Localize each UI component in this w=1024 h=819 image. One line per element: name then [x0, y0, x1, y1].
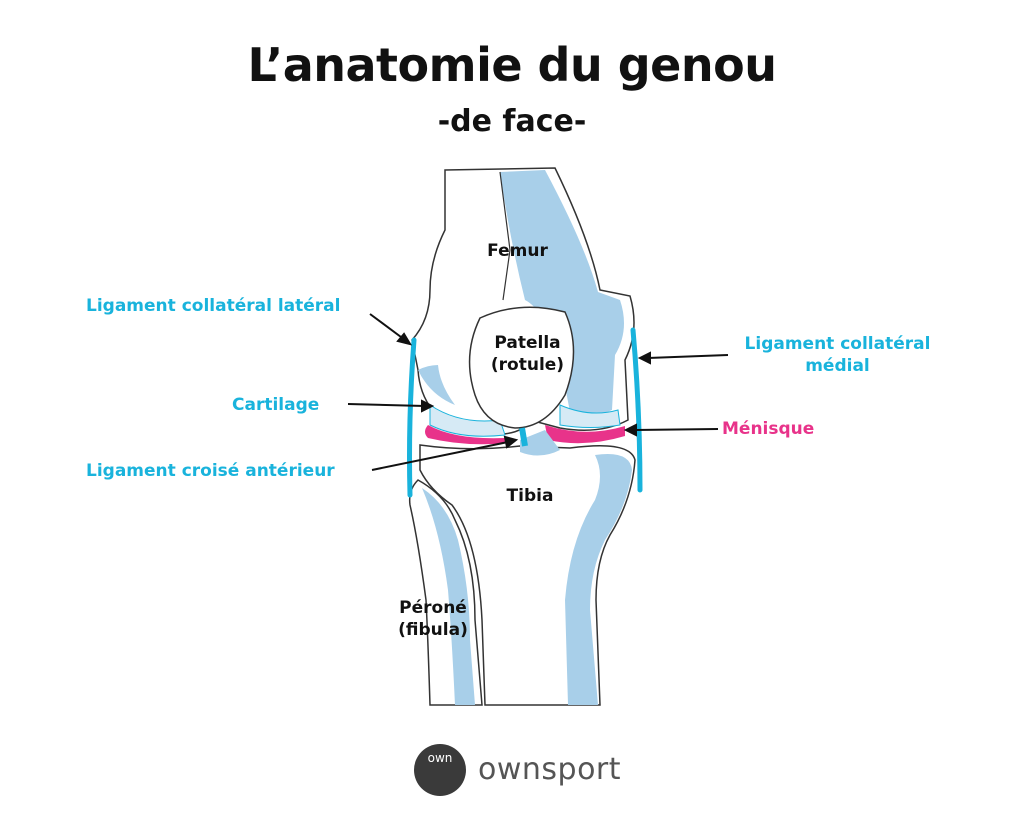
logo-letter-o: own [428, 751, 453, 765]
patella-bone [468, 306, 575, 429]
page-title: L’anatomie du genou [247, 38, 777, 92]
label-patella-line2: (rotule) [490, 355, 565, 376]
label-perone: Péroné (fibula) [388, 597, 478, 641]
fibula-bone [408, 479, 483, 706]
label-perone-line2: (fibula) [398, 620, 468, 641]
label-medial-collateral-ligament: Ligament collatéral médial [735, 333, 940, 377]
label-medial-line1: Ligament collatéral [744, 334, 931, 354]
meniscus-shape [425, 425, 625, 445]
label-menisque: Ménisque [722, 419, 815, 439]
pointer-arrows [347, 313, 729, 471]
brand-name: ownsport [478, 752, 622, 787]
page-subtitle: -de face- [437, 104, 587, 139]
label-patella-line1: Patella [494, 333, 561, 353]
ownsport-logo: own [414, 744, 466, 796]
label-medial-line2: médial [805, 356, 870, 377]
label-lateral-collateral-ligament: Ligament collatéral latéral [86, 296, 341, 316]
tibia-bone [419, 430, 636, 706]
label-tibia: Tibia [506, 486, 554, 506]
femur-bone [411, 167, 635, 435]
medial-collateral-ligament [630, 327, 643, 493]
label-patella: Patella (rotule) [480, 332, 575, 376]
label-anterior-cruciate-ligament: Ligament croisé antérieur [86, 461, 335, 481]
label-femur: Femur [487, 241, 548, 261]
anterior-cruciate-ligament [519, 427, 528, 447]
cartilage-shape [429, 404, 621, 437]
label-perone-line1: Péroné [399, 598, 467, 618]
lateral-collateral-ligament [407, 337, 417, 498]
label-cartilage: Cartilage [232, 395, 320, 415]
